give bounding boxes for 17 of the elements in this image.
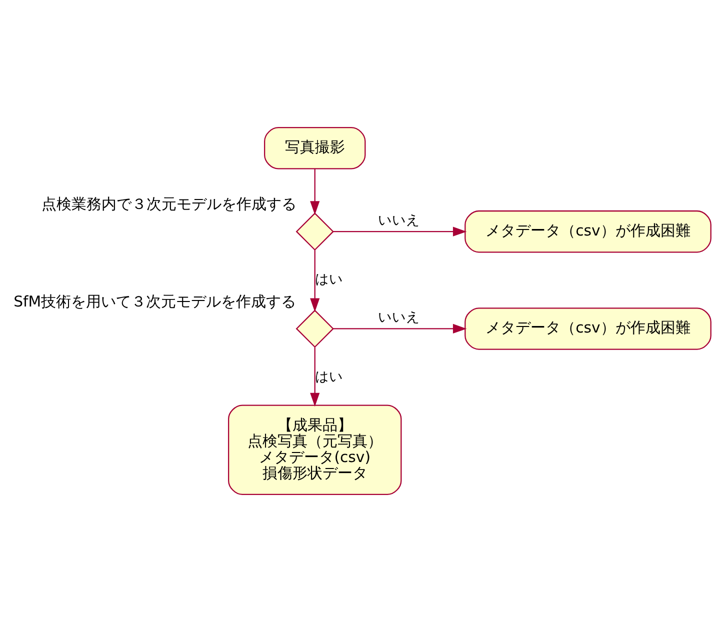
arrow bbox=[333, 226, 467, 236]
node-label: 点検業務内で３次元モデルを作成する bbox=[42, 195, 297, 214]
node-label: SfM技術を用いて３次元モデルを作成する bbox=[14, 292, 296, 310]
node-diamond bbox=[296, 212, 334, 251]
edge-label: いいえ bbox=[378, 212, 420, 228]
node-box: 写真撮影 bbox=[264, 127, 366, 170]
edge-label: はい bbox=[315, 368, 344, 385]
arrow bbox=[310, 250, 320, 312]
node-box: メタデータ（csv）が作成困難 bbox=[464, 210, 712, 253]
edge-label: はい bbox=[315, 272, 344, 288]
arrow bbox=[310, 347, 320, 407]
node-box: メタデータ（csv）が作成困難 bbox=[464, 308, 712, 350]
arrow bbox=[333, 324, 467, 334]
node-diamond bbox=[296, 310, 334, 348]
node-box: 【成果品】 点検写真（元写真） メタデータ(csv) 損傷形状データ bbox=[228, 404, 402, 495]
edge-label: いいえ bbox=[378, 309, 420, 326]
arrow bbox=[310, 168, 320, 215]
